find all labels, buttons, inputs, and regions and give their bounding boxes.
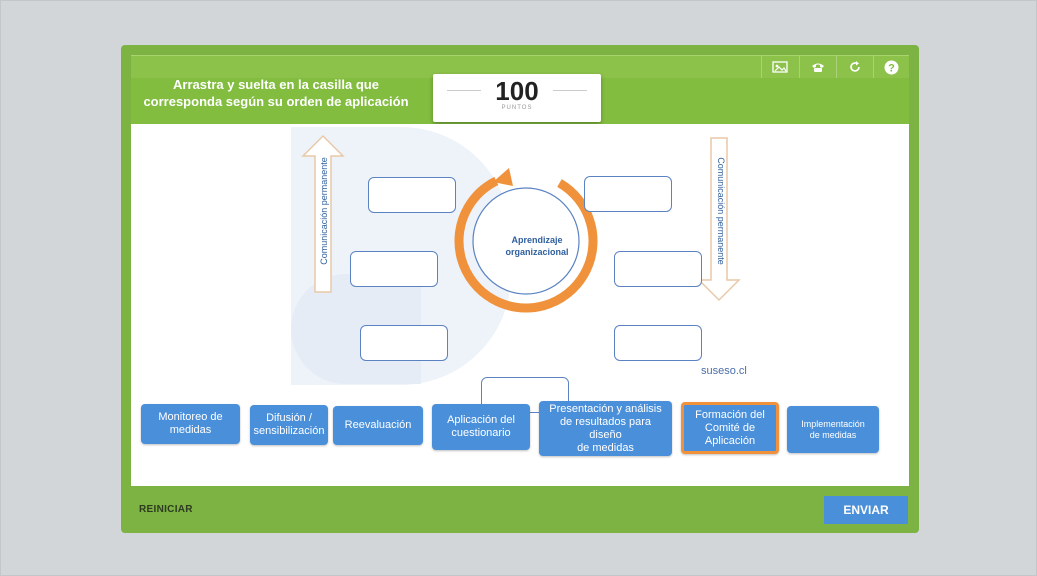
drop-slot-5[interactable] xyxy=(360,325,448,361)
center-label-line-2: organizacional xyxy=(505,247,569,257)
drop-slot-3[interactable] xyxy=(350,251,438,287)
phone-icon[interactable] xyxy=(799,56,835,78)
tile-line: Presentación y análisis xyxy=(549,402,662,415)
tile-line: Aplicación del xyxy=(447,414,515,426)
tile-line: de medidas xyxy=(809,429,857,440)
score-value: 100 xyxy=(495,76,539,106)
suseso-watermark: suseso.cl xyxy=(701,365,747,377)
score-label: PUNTOS xyxy=(501,105,533,111)
cycle-arrow xyxy=(454,168,598,313)
tile-line: Monitoreo de xyxy=(158,411,223,423)
svg-text:?: ? xyxy=(888,62,895,74)
tile-line: medidas xyxy=(169,424,212,436)
activity-panel: ? Arrastra y suelta en la casilla que co… xyxy=(121,45,919,533)
right-arrow-label: Comunicación permanente xyxy=(716,157,726,265)
tile-line: de resultados para diseño xyxy=(559,415,652,441)
tile-line: Difusión / xyxy=(266,412,312,424)
drop-slot-1[interactable] xyxy=(368,177,456,213)
footer-bar: REINICIAR ENVIAR xyxy=(121,486,919,533)
center-concept: Aprendizaje organizacional xyxy=(494,234,580,258)
tile-line: Implementación xyxy=(801,418,865,429)
tile-difusion[interactable]: Difusión /sensibilización xyxy=(250,405,328,445)
center-label-line-1: Aprendizaje xyxy=(511,235,563,245)
drop-slot-6[interactable] xyxy=(614,325,702,361)
tile-line: Comité de xyxy=(704,421,756,434)
help-icon[interactable]: ? xyxy=(873,56,909,78)
down-arrow-icon xyxy=(697,137,741,302)
send-button[interactable]: ENVIAR xyxy=(824,496,908,524)
tile-line: de medidas xyxy=(577,441,634,454)
header-bar: ? Arrastra y suelta en la casilla que co… xyxy=(131,55,909,124)
up-arrow-icon xyxy=(301,134,345,293)
reset-button[interactable]: REINICIAR xyxy=(139,504,193,515)
instruction-line-2: corresponda según su orden de aplicación xyxy=(143,94,409,109)
image-icon[interactable] xyxy=(761,56,797,78)
tile-line: Reevaluación xyxy=(344,419,412,431)
left-arrow-label: Comunicación permanente xyxy=(319,157,329,265)
score-badge: 100 PUNTOS xyxy=(433,74,601,122)
toolbar-strip: ? xyxy=(131,56,909,78)
tile-reevaluacion[interactable]: Reevaluación xyxy=(333,406,423,445)
refresh-icon[interactable] xyxy=(836,56,872,78)
instruction-line-1: Arrastra y suelta en la casilla que xyxy=(173,77,379,92)
tile-line: sensibilización xyxy=(253,425,325,437)
tile-line: Aplicación xyxy=(704,434,756,447)
instructions-text: Arrastra y suelta en la casilla que corr… xyxy=(131,76,421,110)
diagram-area: Comunicación permanente Comunicación per… xyxy=(131,124,909,486)
drop-slot-2[interactable] xyxy=(584,176,672,212)
tile-line: cuestionario xyxy=(451,427,511,439)
tile-line: Formación del xyxy=(695,408,765,421)
drop-slot-4[interactable] xyxy=(614,251,702,287)
